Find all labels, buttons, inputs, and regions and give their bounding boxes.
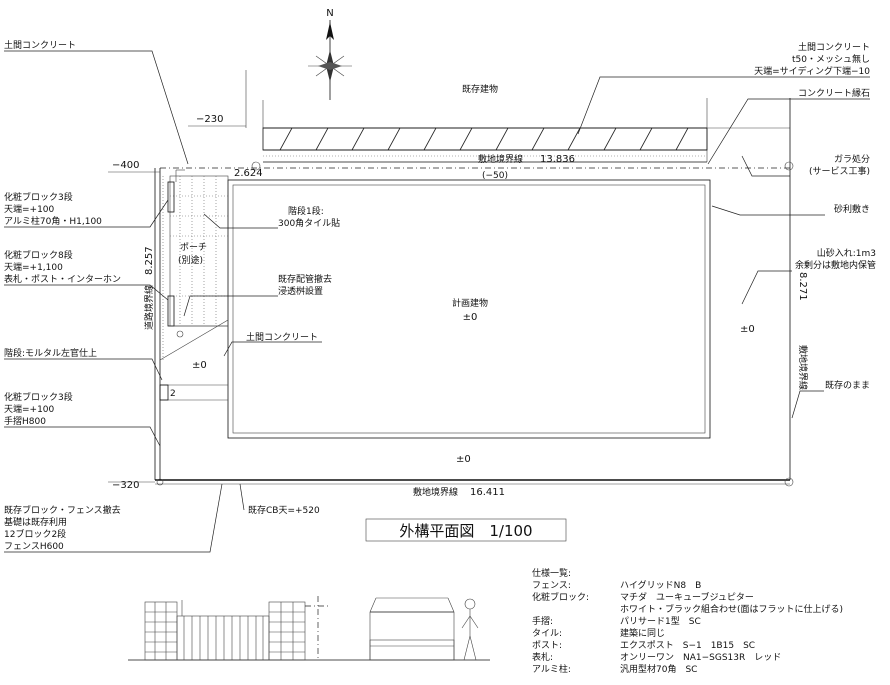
left-note-fence-line3: 12ブロック2段	[4, 528, 66, 540]
boundary-right-value: 8.271	[797, 272, 808, 301]
right-note-concrete-line1: 土間コンクリート	[798, 41, 870, 53]
left-note-block3a-line1: 化粧ブロック3段	[4, 191, 73, 203]
right-note-concrete-line3: 天端=サイディング下端−10	[754, 65, 870, 77]
level-minus-400: −400	[112, 160, 139, 171]
spec-value-0: ハイグリッドN8 B	[620, 579, 701, 591]
level-zero-left: ±0	[192, 360, 207, 371]
right-annotations: 土間コンクリート t50・メッシュ無し 天端=サイディング下端−10 コンクリー…	[577, 41, 876, 419]
boundary-line-left: 道路境界線 8.257	[143, 246, 155, 330]
boundary-right-label: 敷地境界線	[797, 345, 809, 390]
boundary-top-label: 敷地境界線	[478, 153, 523, 165]
level-zero-bottom: ±0	[456, 454, 471, 465]
step-note-line2: 300角タイル貼	[278, 217, 340, 229]
planned-building-level: ±0	[463, 312, 478, 323]
left-note-block8-line3: 表札・ポスト・インターホン	[4, 273, 121, 285]
right-note-soil-line2: 余剰分は敷地内保管	[795, 259, 876, 271]
spec-key-4: タイル:	[532, 628, 562, 639]
spec-value-5: エクスポスト S−1 1B15 SC	[620, 640, 755, 651]
right-note-gravel-disposal-line2: (サービス工事)	[809, 165, 870, 177]
boundary-left-label: 道路境界線	[143, 285, 155, 330]
boundary-top-value: 13.836	[540, 154, 575, 165]
right-note-existing: 既存のまま	[825, 379, 870, 391]
planned-building-label: 計画建物	[452, 297, 488, 309]
level-zero-right: ±0	[740, 324, 755, 335]
porch-label: ポーチ	[180, 242, 207, 253]
boundary-line-top: 敷地境界線 13.836 (−50) 2.624	[160, 153, 794, 181]
boundary-line-bottom: 敷地境界線 16.411 既存CB天=+520	[239, 483, 505, 516]
level-minus-320: −320	[112, 480, 139, 491]
left-note-block8-line1: 化粧ブロック8段	[4, 249, 73, 261]
in-plan-notes: 階段1段: 300角タイル貼 既存配管撤去 浸透桝設置 土間コンクリート	[183, 205, 340, 357]
step-note-line1: 階段1段:	[288, 205, 324, 217]
boundary-top-sub: (−50)	[482, 171, 508, 181]
left-note-fence-line1: 既存ブロック・フェンス撤去	[4, 504, 121, 516]
concrete-curb	[263, 98, 791, 480]
person-figure-icon	[461, 598, 479, 661]
spec-key-7: アルミ柱:	[532, 663, 571, 675]
left-note-block3b-line2: 天端=+100	[4, 403, 55, 415]
left-note-block3b-line1: 化粧ブロック3段	[4, 391, 73, 403]
drawing-title: 外構平面図 1/100	[365, 518, 567, 542]
left-note-stair: 階段:モルタル左官仕上	[4, 347, 97, 359]
spec-key-0: フェンス:	[532, 581, 571, 591]
pipe-note-line1: 既存配管撤去	[278, 273, 332, 285]
spec-value-3: パリサード1型 SC	[620, 616, 701, 627]
existing-building-label: 既存建物	[462, 83, 498, 95]
porch-area: ポーチ (別途)	[162, 169, 229, 360]
concrete-strip-hatched	[262, 127, 708, 151]
left-note-fence-line2: 基礎は既存利用	[4, 516, 67, 528]
pipe-note-line2: 浸透桝設置	[278, 285, 323, 297]
spec-value-2: ホワイト・ブラック組合わせ(面はフラットに仕上げる)	[620, 603, 843, 615]
spec-list: 仕様一覧: フェンス: ハイグリッドN8 B 化粧ブロック: マチダ ユーキュー…	[532, 567, 843, 675]
existing-cb-note: 既存CB天=+520	[248, 504, 320, 516]
spec-value-1: マチダ ユーキューブジュピター	[620, 591, 754, 603]
left-annotations: 土間コンクリート 化粧ブロック3段 天端=+100 アルミ柱70角・H1,100…	[4, 39, 223, 553]
right-note-soil-line1: 山砂入れ:1m3	[817, 247, 876, 259]
spec-value-6: オンリーワン NA1−SGS13R レッド	[620, 652, 781, 663]
right-note-gravel-disposal-line1: ガラ処分	[834, 153, 870, 165]
left-note-block3b-line3: 手摺H800	[4, 415, 46, 427]
boundary-line-right: 8.271 敷地境界線	[797, 272, 809, 390]
left-note-block3a-line3: アルミ柱70角・H1,100	[4, 215, 102, 227]
spec-heading: 仕様一覧:	[532, 567, 571, 579]
boundary-bottom-value: 16.411	[470, 487, 505, 498]
site-outline	[154, 168, 794, 487]
spec-key-3: 手摺:	[532, 615, 553, 627]
existing-building: 既存建物	[245, 70, 708, 162]
porch-sub-label: (別途)	[178, 254, 203, 266]
left-note-block3a-line2: 天端=+100	[4, 203, 55, 215]
level-markers: −230 −400 −320 ±0 ±0	[108, 114, 755, 491]
boundary-bottom-label: 敷地境界線	[413, 486, 458, 498]
left-note-fence-line4: フェンスH600	[4, 542, 64, 552]
elevation-sketch	[128, 596, 490, 661]
left-note-block8-line2: 天端=+1,100	[4, 261, 63, 273]
north-label: N	[326, 8, 333, 19]
boundary-left-value: 8.257	[144, 246, 155, 275]
spec-key-6: 表札:	[532, 651, 553, 663]
right-note-curb: コンクリート縁石	[798, 87, 870, 99]
right-note-concrete-line2: t50・メッシュ無し	[792, 53, 870, 65]
level-minus-230: −230	[196, 114, 223, 125]
spec-key-5: ポスト:	[532, 640, 562, 651]
left-note-concrete: 土間コンクリート	[4, 39, 76, 51]
north-arrow-icon: N	[308, 8, 352, 100]
spec-value-7: 汎用型材70角 SC	[620, 663, 697, 675]
step-number: 2	[170, 389, 176, 399]
dim-2624: 2.624	[234, 168, 263, 179]
spec-key-1: 化粧ブロック:	[532, 591, 589, 603]
spec-value-4: 建築に同じ	[620, 627, 665, 639]
drawing-title-text: 外構平面図 1/100	[399, 522, 532, 540]
concrete-mid-label: 土間コンクリート	[246, 331, 318, 343]
right-note-gravel: 砂利敷き	[834, 203, 870, 215]
stair-area: 2 ±0	[159, 319, 229, 401]
